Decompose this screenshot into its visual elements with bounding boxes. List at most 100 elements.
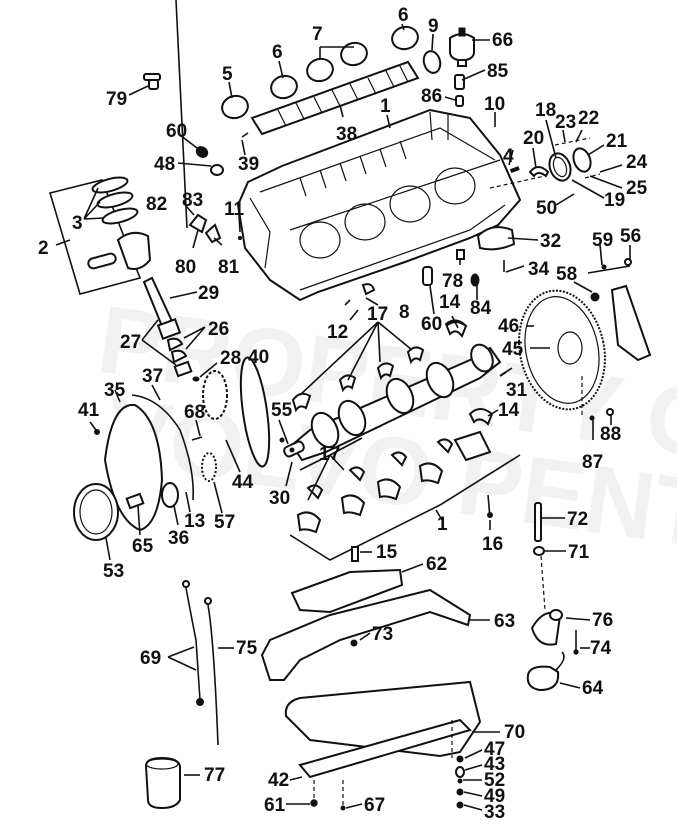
callout-88[interactable]: 88 — [600, 424, 621, 445]
callout-77[interactable]: 77 — [204, 765, 225, 786]
callout-37[interactable]: 37 — [142, 366, 163, 387]
callout-50[interactable]: 50 — [536, 198, 557, 219]
callout-69[interactable]: 69 — [140, 648, 161, 669]
callout-57[interactable]: 57 — [214, 512, 235, 533]
callout-75[interactable]: 75 — [236, 638, 258, 659]
callout-34[interactable]: 34 — [528, 259, 550, 280]
callout-66[interactable]: 66 — [492, 30, 513, 51]
callout-13[interactable]: 13 — [184, 511, 205, 532]
callout-86[interactable]: 86 — [421, 86, 442, 107]
callout-48[interactable]: 48 — [154, 154, 175, 175]
callout-5[interactable]: 5 — [222, 64, 233, 85]
callout-31[interactable]: 31 — [506, 380, 528, 401]
callout-59[interactable]: 59 — [592, 230, 613, 251]
callout-79[interactable]: 79 — [106, 89, 127, 110]
callout-24[interactable]: 24 — [626, 152, 648, 173]
callout-87[interactable]: 87 — [582, 452, 603, 473]
callout-41[interactable]: 41 — [78, 400, 100, 421]
callout-62[interactable]: 62 — [426, 554, 447, 575]
cylinder-block-drawing — [236, 108, 522, 302]
callout-60[interactable]: 60 — [421, 314, 442, 335]
callout-44[interactable]: 44 — [232, 472, 254, 493]
callout-38[interactable]: 38 — [336, 124, 357, 145]
callout-46[interactable]: 46 — [498, 316, 519, 337]
leader-lines — [55, 0, 631, 811]
callout-81[interactable]: 81 — [218, 257, 240, 278]
callout-39[interactable]: 39 — [238, 154, 259, 175]
callout-70[interactable]: 70 — [504, 722, 525, 743]
callout-22[interactable]: 22 — [578, 108, 599, 129]
rear-seal-parts-drawing — [489, 137, 601, 189]
callout-6[interactable]: 6 — [272, 42, 283, 63]
plugs-60-48-drawing — [195, 146, 224, 176]
callout-6[interactable]: 6 — [398, 5, 409, 26]
callout-83[interactable]: 83 — [182, 190, 203, 211]
callout-35[interactable]: 35 — [104, 380, 126, 401]
callout-16[interactable]: 16 — [482, 534, 503, 555]
callout-74[interactable]: 74 — [590, 638, 612, 659]
callout-23[interactable]: 23 — [555, 112, 576, 133]
callout-25[interactable]: 25 — [626, 178, 648, 199]
block-fittings-drawing — [344, 226, 516, 306]
callout-53[interactable]: 53 — [103, 561, 124, 582]
callout-4[interactable]: 4 — [503, 146, 514, 167]
callout-84[interactable]: 84 — [470, 298, 492, 319]
callout-17[interactable]: 17 — [319, 444, 340, 465]
callout-3[interactable]: 3 — [72, 213, 83, 234]
callout-29[interactable]: 29 — [198, 283, 219, 304]
camshaft-key-39-drawing — [241, 132, 249, 138]
callout-65[interactable]: 65 — [132, 536, 154, 557]
piston-assembly-drawing — [48, 176, 152, 295]
callout-17[interactable]: 17 — [367, 304, 388, 325]
callout-2[interactable]: 2 — [38, 238, 49, 259]
callout-15[interactable]: 15 — [376, 542, 398, 563]
callout-71[interactable]: 71 — [568, 542, 590, 563]
main-cap-bolt-drawing — [487, 494, 493, 519]
callout-85[interactable]: 85 — [487, 61, 509, 82]
callout-14[interactable]: 14 — [439, 292, 461, 313]
callout-76[interactable]: 76 — [592, 610, 613, 631]
callout-60[interactable]: 60 — [166, 121, 187, 142]
callout-40[interactable]: 40 — [248, 347, 269, 368]
callout-58[interactable]: 58 — [556, 264, 577, 285]
callout-63[interactable]: 63 — [494, 611, 515, 632]
callout-11[interactable]: 11 — [224, 199, 245, 220]
callout-19[interactable]: 19 — [604, 190, 625, 211]
callout-78[interactable]: 78 — [442, 271, 463, 292]
callout-55[interactable]: 55 — [271, 400, 293, 421]
callout-32[interactable]: 32 — [540, 231, 561, 252]
callout-42[interactable]: 42 — [268, 770, 289, 791]
callout-7[interactable]: 7 — [312, 24, 323, 45]
callout-36[interactable]: 36 — [168, 528, 189, 549]
callout-61[interactable]: 61 — [264, 795, 286, 816]
callout-18[interactable]: 18 — [535, 100, 556, 121]
callout-64[interactable]: 64 — [582, 678, 604, 699]
main-bearing-caps-drawing — [289, 430, 521, 561]
callout-26[interactable]: 26 — [208, 319, 229, 340]
callout-49[interactable]: 49 — [484, 786, 505, 807]
callout-82[interactable]: 82 — [146, 194, 167, 215]
callout-80[interactable]: 80 — [175, 257, 196, 278]
callout-14[interactable]: 14 — [498, 400, 520, 421]
callout-8[interactable]: 8 — [399, 302, 410, 323]
callout-1[interactable]: 1 — [380, 96, 391, 117]
callout-21[interactable]: 21 — [606, 131, 628, 152]
callout-12[interactable]: 12 — [327, 322, 348, 343]
callout-9[interactable]: 9 — [428, 16, 439, 37]
callout-72[interactable]: 72 — [567, 509, 588, 530]
callout-47[interactable]: 47 — [484, 739, 505, 760]
callout-45[interactable]: 45 — [502, 339, 524, 360]
callout-10[interactable]: 10 — [484, 94, 505, 115]
callout-43[interactable]: 43 — [484, 754, 505, 775]
callout-1[interactable]: 1 — [437, 514, 448, 535]
callout-20[interactable]: 20 — [523, 128, 544, 149]
callout-30[interactable]: 30 — [269, 488, 290, 509]
callout-28[interactable]: 28 — [220, 348, 241, 369]
callout-33[interactable]: 33 — [484, 802, 505, 823]
callout-68[interactable]: 68 — [184, 402, 205, 423]
callout-67[interactable]: 67 — [364, 795, 385, 816]
callout-73[interactable]: 73 — [372, 624, 393, 645]
callout-27[interactable]: 27 — [120, 332, 141, 353]
callout-52[interactable]: 52 — [484, 770, 505, 791]
callout-56[interactable]: 56 — [620, 226, 641, 247]
